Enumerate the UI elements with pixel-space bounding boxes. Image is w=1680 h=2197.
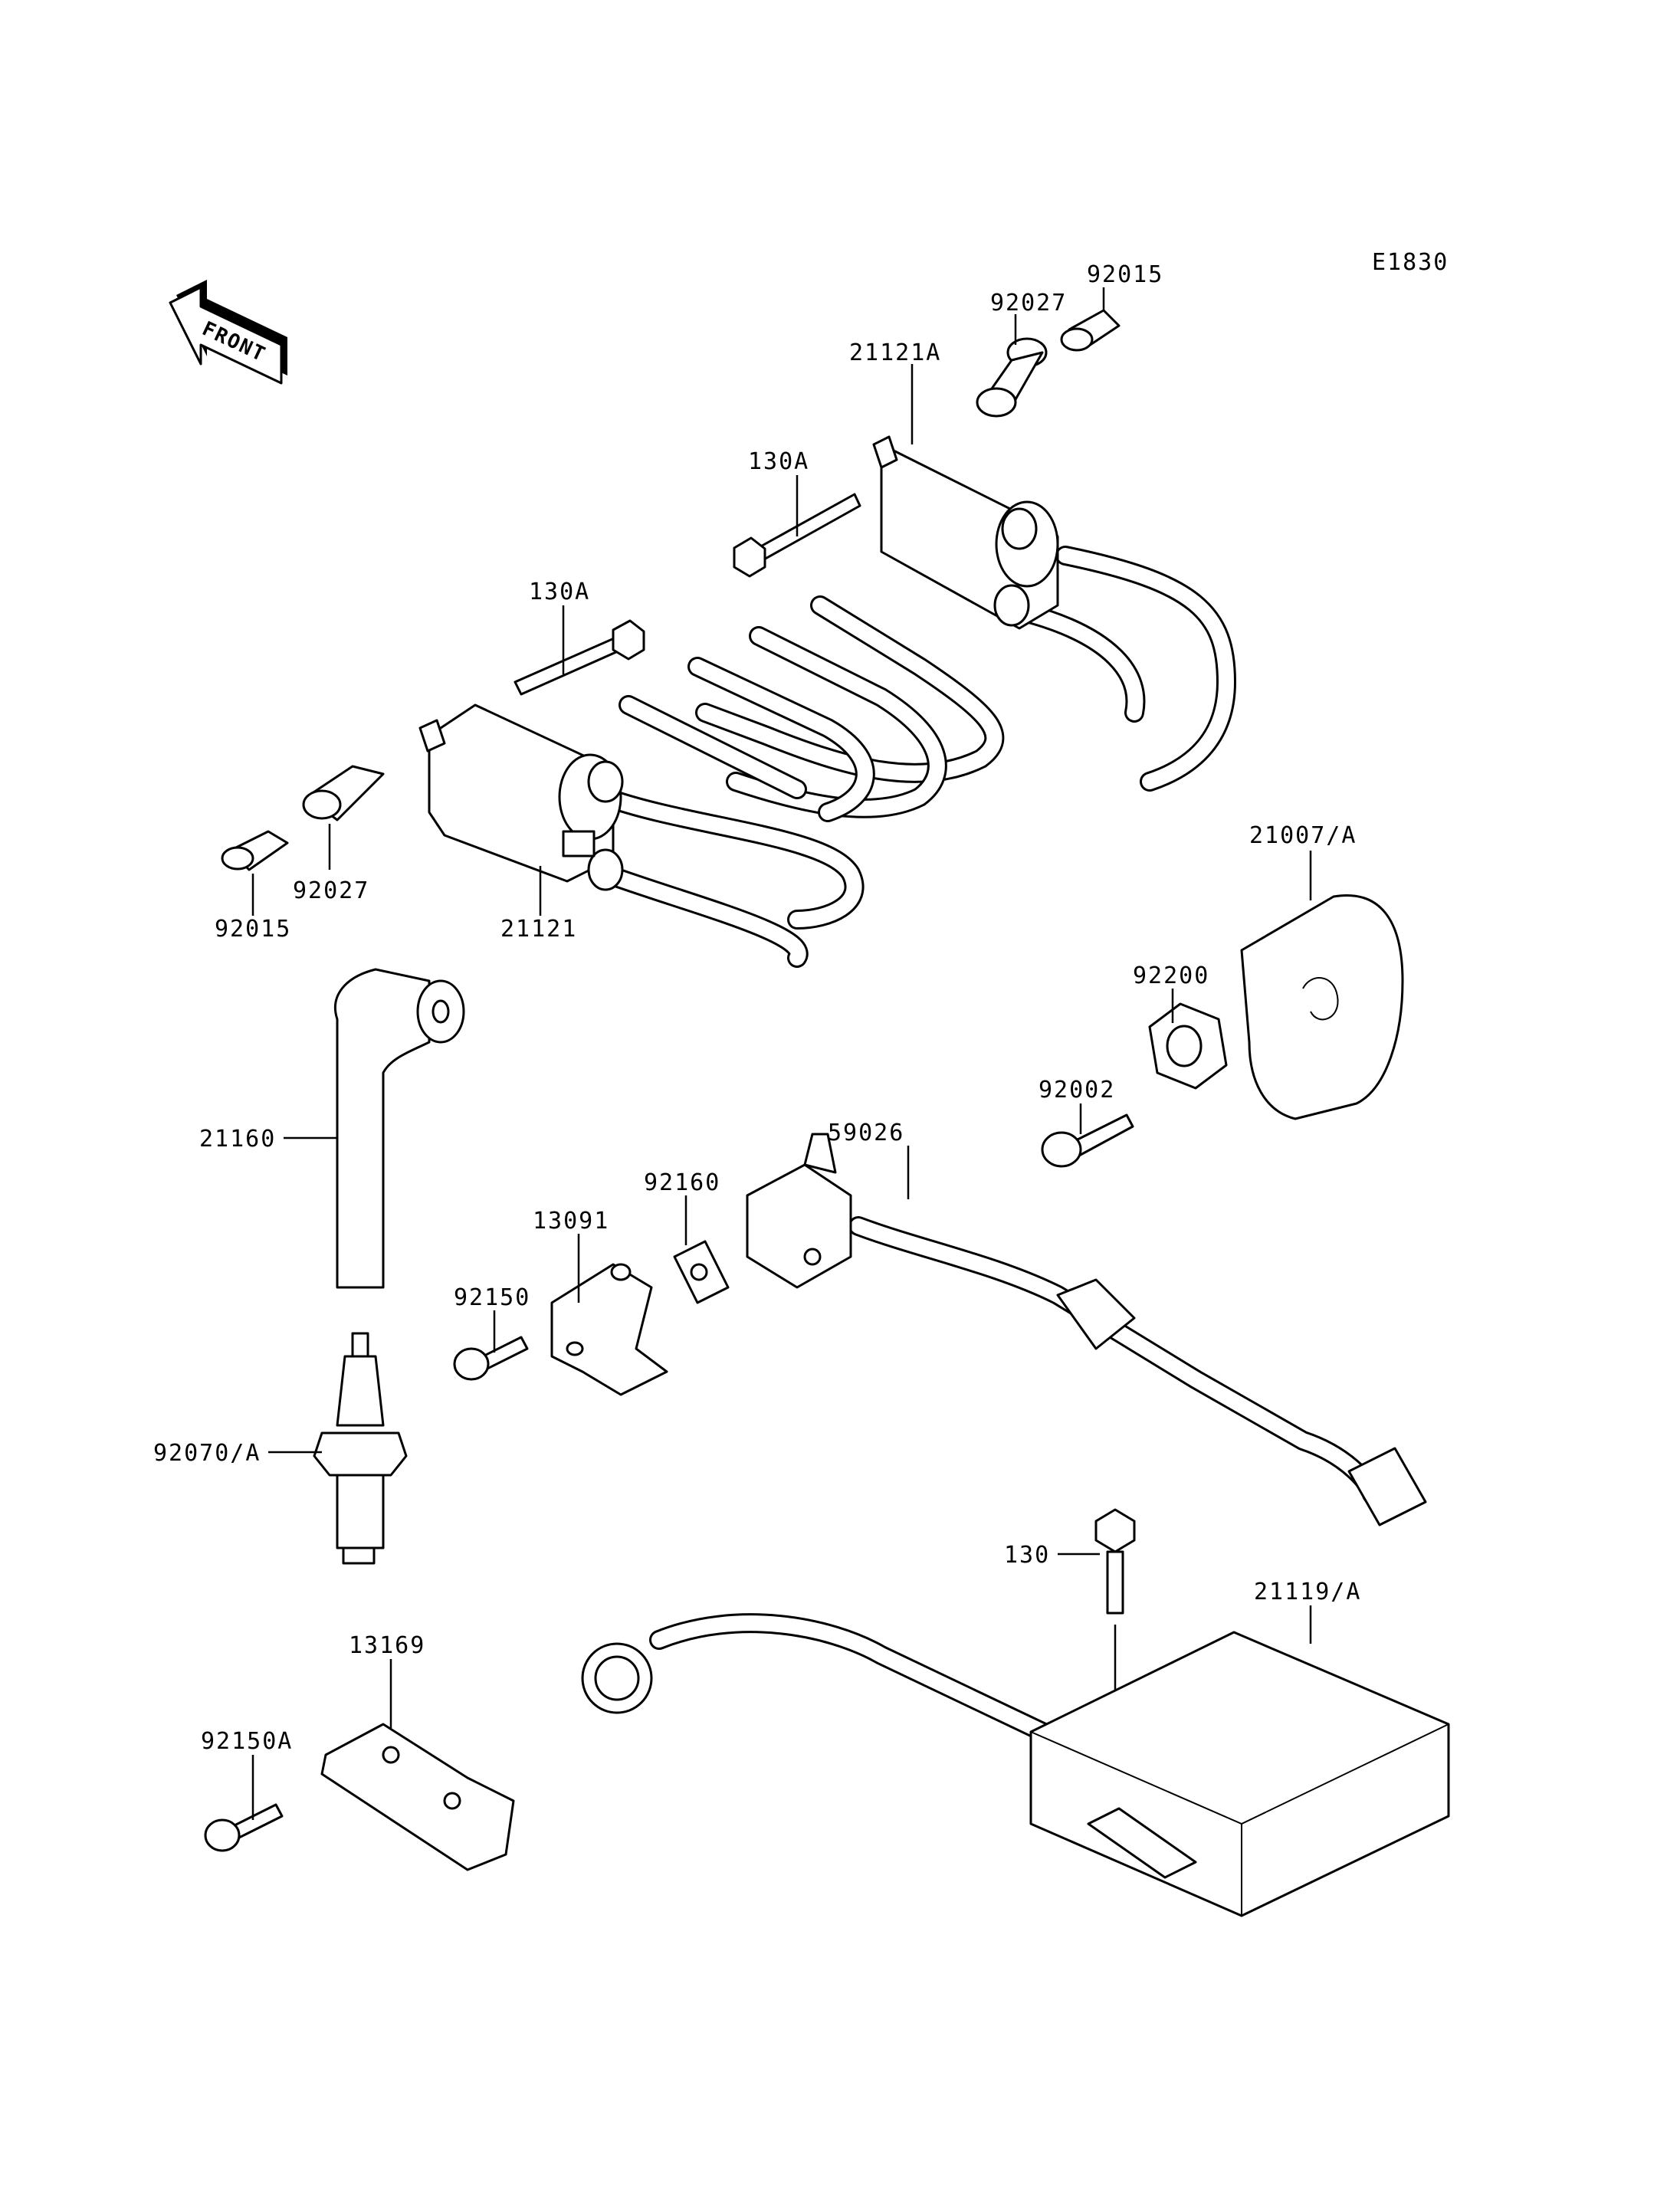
collar-92027-left bbox=[302, 765, 385, 821]
bolt-92150a bbox=[204, 1803, 284, 1852]
callout-92070a: 92070/A bbox=[153, 1440, 261, 1467]
bolt-130a-mid bbox=[514, 619, 645, 696]
cdi-unit-21119a bbox=[581, 1613, 1450, 1917]
timing-plate-21007a bbox=[1240, 894, 1404, 1120]
callout-92027-top: 92027 bbox=[990, 290, 1067, 316]
collar-92015-top bbox=[1060, 309, 1121, 352]
bolt-92002 bbox=[1041, 1113, 1134, 1168]
plate-92160 bbox=[673, 1240, 730, 1304]
callout-92002: 92002 bbox=[1039, 1077, 1115, 1103]
pickup-coil-59026 bbox=[746, 1133, 1427, 1526]
spark-plug-cap-21160 bbox=[333, 968, 465, 1289]
callout-21121: 21121 bbox=[500, 916, 577, 943]
callout-59026: 59026 bbox=[828, 1120, 904, 1146]
callout-92150: 92150 bbox=[454, 1284, 530, 1311]
callout-92150a: 92150A bbox=[201, 1728, 293, 1755]
bracket-13091 bbox=[550, 1263, 668, 1396]
ignition-coil-21121a bbox=[619, 435, 1237, 822]
callout-21160: 21160 bbox=[199, 1126, 276, 1153]
callout-130a-top: 130A bbox=[748, 448, 809, 475]
bolt-92150 bbox=[453, 1336, 529, 1381]
leader-lines bbox=[251, 287, 1312, 1820]
ignition-coil-21121 bbox=[418, 703, 865, 968]
spark-plug-92070a bbox=[313, 1332, 408, 1565]
callout-21119a: 21119/A bbox=[1254, 1579, 1361, 1605]
callout-130: 130 bbox=[1004, 1542, 1050, 1569]
front-arrow-icon: FRONT bbox=[169, 280, 287, 385]
callout-13091: 13091 bbox=[533, 1208, 609, 1235]
callout-92027-left: 92027 bbox=[293, 877, 369, 904]
callout-92160: 92160 bbox=[644, 1169, 720, 1196]
callout-130a-mid: 130A bbox=[529, 579, 590, 605]
collar-92015-left bbox=[221, 830, 289, 871]
callout-92015-top: 92015 bbox=[1087, 261, 1163, 288]
bracket-13169 bbox=[320, 1723, 515, 1871]
bolt-130a-top bbox=[733, 493, 861, 578]
nut-92200 bbox=[1148, 1002, 1228, 1090]
collar-92027-top bbox=[976, 337, 1048, 418]
callout-13169: 13169 bbox=[349, 1632, 425, 1659]
callout-92200: 92200 bbox=[1133, 962, 1209, 989]
callout-21007a: 21007/A bbox=[1249, 822, 1357, 849]
callout-21121a: 21121A bbox=[849, 339, 941, 366]
diagram-code: E1830 bbox=[1372, 249, 1449, 276]
callout-92015-left: 92015 bbox=[215, 916, 291, 943]
